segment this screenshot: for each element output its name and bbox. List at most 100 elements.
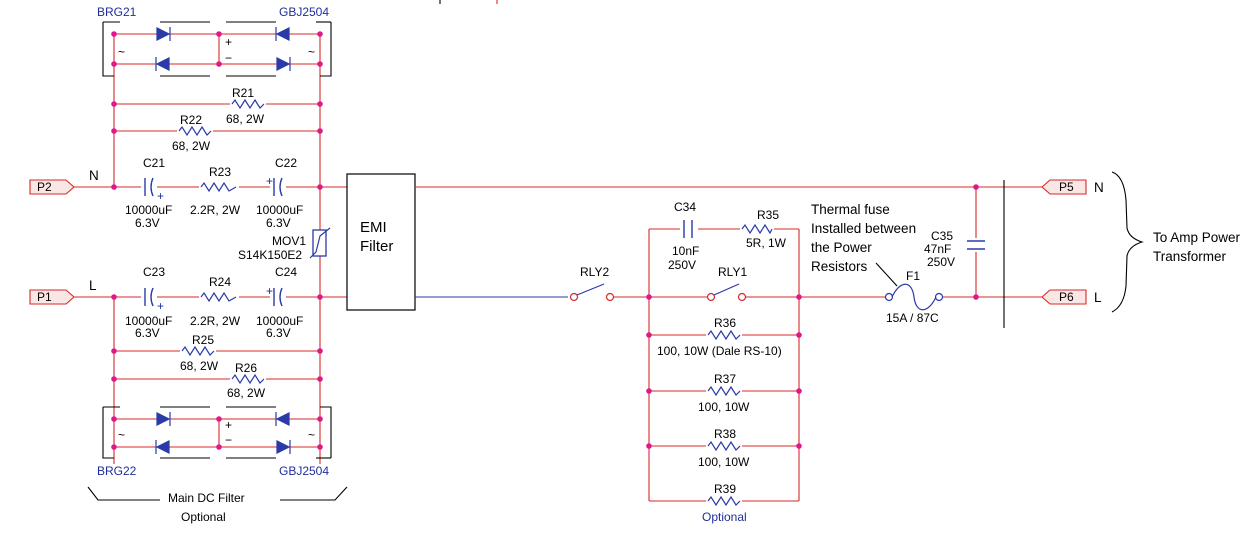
c35-value2: 250V [927,255,955,269]
r35-value: 5R, 1W [746,236,787,250]
port-p5-label: P5 [1059,180,1074,194]
c35-symbol [967,240,985,250]
main-dc-filter-label: Main DC Filter [168,491,245,505]
transformer-brace [1111,171,1144,313]
mov1-symbol [309,227,331,259]
net-n-left-label: N [89,168,99,183]
c34-symbol [683,220,693,238]
r21-symbol [231,98,265,110]
junctions-right [646,184,979,449]
port-p1: P1 [29,289,75,305]
mov1-ref: MOV1 [272,234,306,248]
r23-ref: R23 [209,165,231,179]
fuse-f1-ref: F1 [906,269,920,283]
fuse-f1-value: 15A / 87C [886,311,939,325]
brg22-plus: + [225,418,232,432]
to-amp-label-1: To Amp Power [1153,230,1241,245]
dc-filter-wiring [74,33,348,464]
brg21-part: GBJ2504 [279,5,329,19]
brg21-ac-left: ~ [118,45,125,59]
net-l-right-label: L [1094,290,1102,305]
capacitors-left [144,177,283,307]
mov1-part: S14K150E2 [238,248,302,262]
c35-value1: 47nF [924,242,951,256]
c24-ref: C24 [275,265,297,279]
rly2-switch [569,283,615,302]
c21-plus: + [157,189,164,203]
r37-value: 100, 10W [698,400,750,414]
brg22-ref: BRG22 [97,464,137,478]
c21-value2: 6.3V [135,216,160,230]
bridge-brg21: ~ ~ + − BRG21 GBJ2504 [97,5,332,77]
r36-value: 100, 10W (Dale RS-10) [657,344,782,358]
r36-symbol [707,329,741,341]
c34-value1: 10nF [672,244,699,258]
r24-ref: R24 [209,275,231,289]
brg21-minus: − [225,51,232,65]
c34-ref: C34 [674,200,696,214]
c23-value1: 10000uF [125,314,172,328]
brg22-ac-left: ~ [118,428,125,442]
emi-filter-block [346,173,416,311]
r22-symbol [178,125,212,137]
emi-filter-label-2: Filter [360,238,393,255]
net-l-left-label: L [89,278,97,293]
port-p1-label: P1 [37,290,52,304]
fuse-note-line4: Resistors [811,259,868,274]
r25-value: 68, 2W [180,359,219,373]
brg22-part: GBJ2504 [279,464,329,478]
to-amp-label-2: Transformer [1153,249,1227,264]
resistor-zigzags-right [707,223,773,507]
c23-ref: C23 [143,265,165,279]
c21-value1: 10000uF [125,203,172,217]
rly1-switch [706,283,747,302]
fuse-note-line3: the Power [811,240,872,255]
r37-symbol [707,385,741,397]
c22-value2: 6.3V [266,216,291,230]
emi-filter-label-1: EMI [360,219,387,236]
r35-symbol [741,223,773,235]
brg21-plus: + [225,35,232,49]
fuse-note-line2: Installed between [811,221,916,236]
fuse-note-line1: Thermal fuse [811,202,890,217]
r23-symbol [200,181,237,193]
r24-value: 2.2R, 2W [190,314,241,328]
r39-value: Optional [702,510,747,524]
r23-value: 2.2R, 2W [190,203,241,217]
c22-plus: + [266,174,273,188]
rly2-ref: RLY2 [580,265,609,279]
r22-ref: R22 [180,113,202,127]
r39-symbol [707,495,741,507]
c23-plus: + [157,299,164,313]
r37-ref: R37 [714,372,736,386]
port-p6: P6 [1041,289,1087,305]
brg22-minus: − [225,433,232,447]
c34-value2: 250V [668,258,696,272]
r24-symbol [200,291,237,303]
brg21-ref: BRG21 [97,5,137,19]
r39-ref: R39 [714,482,736,496]
r26-value: 68, 2W [227,386,266,400]
resistor-zigzags-left [178,98,265,385]
c22-value1: 10000uF [256,203,303,217]
r21-value: 68, 2W [226,112,265,126]
bridge-brg22: ~ ~ + − BRG22 GBJ2504 [97,406,332,478]
port-p2: P2 [29,179,75,195]
c23-value2: 6.3V [135,326,160,340]
dc-filter-bracket [87,486,348,501]
main-dc-filter-optional: Optional [181,510,226,524]
c21-ref: C21 [143,156,165,170]
net-n-right-label: N [1094,180,1104,195]
c35-ref: C35 [931,229,953,243]
c24-value1: 10000uF [256,314,303,328]
r25-symbol [181,345,215,357]
r38-ref: R38 [714,427,736,441]
r22-value: 68, 2W [172,139,211,153]
port-p6-label: P6 [1059,290,1074,304]
brg21-ac-right: ~ [308,45,315,59]
c24-value2: 6.3V [266,326,291,340]
rly1-ref: RLY1 [718,265,747,279]
junctions-left [111,31,323,450]
r38-symbol [707,440,741,452]
